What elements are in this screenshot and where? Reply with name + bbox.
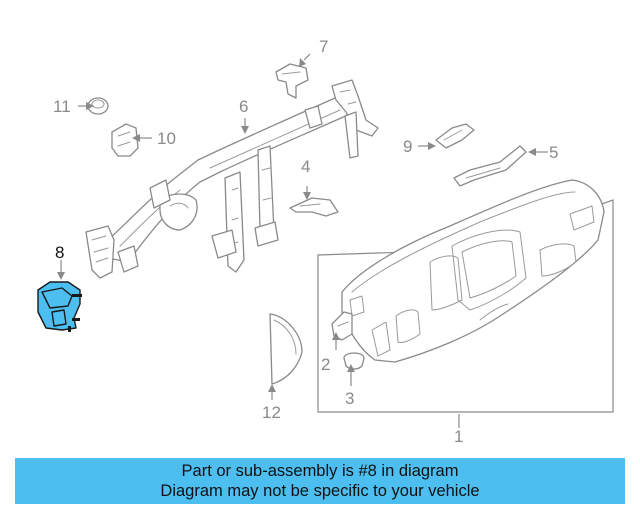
side-panel-part-12 xyxy=(269,313,303,385)
instrument-panel-part xyxy=(341,179,605,363)
bracket-part-4 xyxy=(289,197,339,217)
callout-5: 5 xyxy=(549,143,558,162)
bracket-part-10 xyxy=(111,123,139,157)
highlighted-part-8 xyxy=(37,281,82,332)
callout-7: 7 xyxy=(319,37,328,56)
callout-3: 3 xyxy=(345,389,354,408)
callout-6: 6 xyxy=(239,97,248,116)
knob-part-3 xyxy=(343,352,365,370)
leader-lines xyxy=(57,53,548,428)
bracket-part-9 xyxy=(435,123,475,149)
parts-diagram: 1 2 3 4 5 6 7 8 9 10 11 12 xyxy=(37,37,614,446)
callout-4: 4 xyxy=(301,157,310,176)
callout-10: 10 xyxy=(157,129,176,148)
callout-8: 8 xyxy=(55,243,64,262)
info-banner: Part or sub-assembly is #8 in diagram Di… xyxy=(15,458,625,504)
callout-11: 11 xyxy=(53,97,71,116)
bracket-part-7 xyxy=(275,63,309,99)
callout-1: 1 xyxy=(454,427,463,446)
banner-line-2: Diagram may not be specific to your vehi… xyxy=(160,482,480,500)
grommet-part-11 xyxy=(87,97,109,115)
callout-2: 2 xyxy=(321,355,330,374)
bracket-part-5 xyxy=(453,145,527,187)
banner-line-1: Part or sub-assembly is #8 in diagram xyxy=(181,462,459,480)
callout-9: 9 xyxy=(403,137,412,156)
cross-car-beam-part xyxy=(85,79,379,279)
callout-12: 12 xyxy=(262,403,281,422)
